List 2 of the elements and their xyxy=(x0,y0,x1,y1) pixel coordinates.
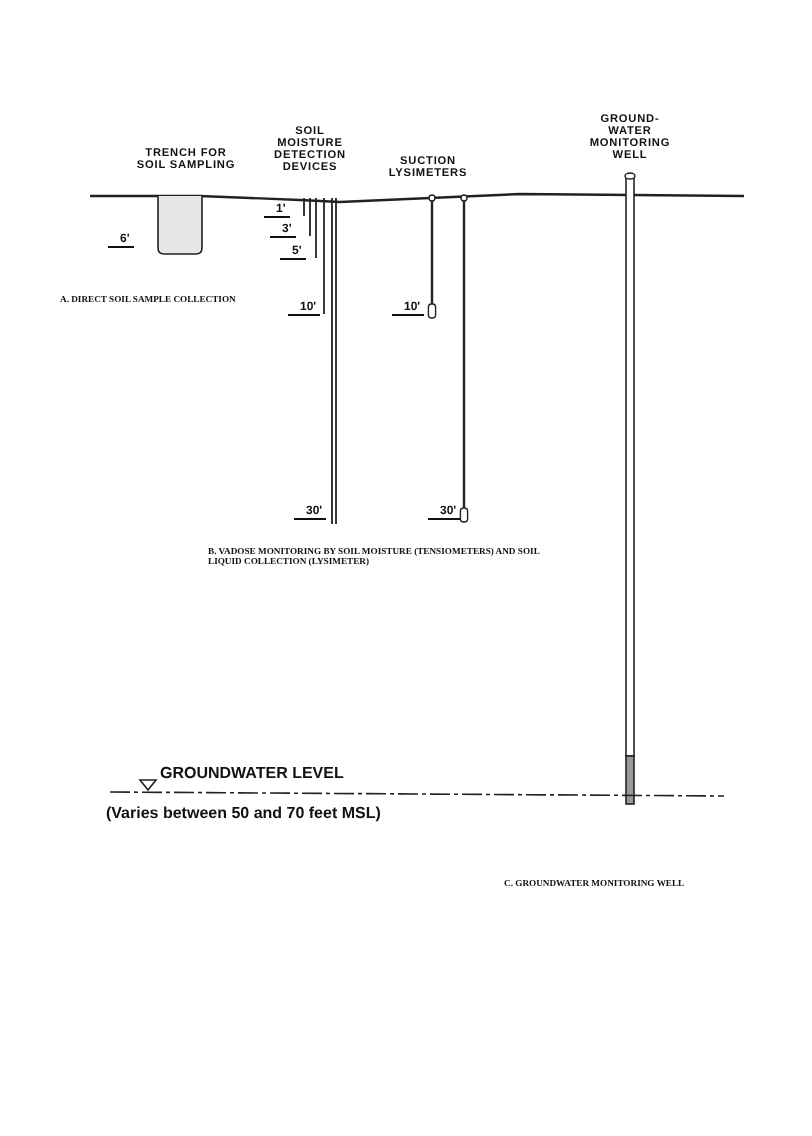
water-level-note: GROUNDWATER LEVEL xyxy=(160,764,344,782)
water-level-note: (Varies between 50 and 70 feet MSL) xyxy=(106,804,381,822)
